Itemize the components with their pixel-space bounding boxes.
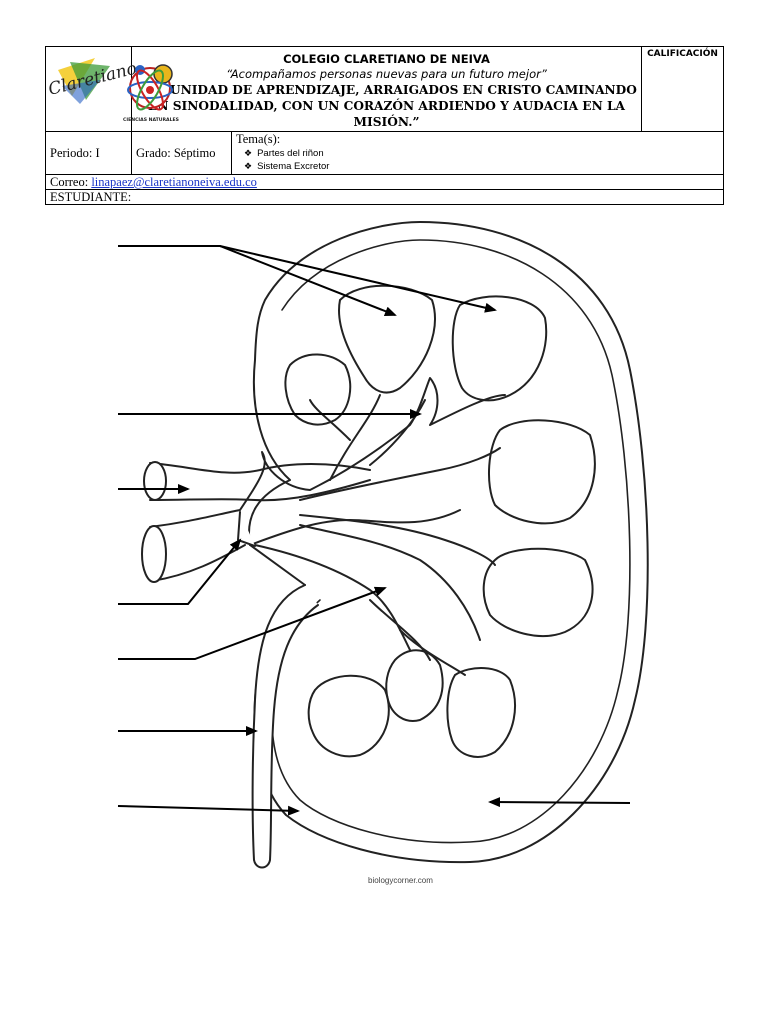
diamond-bullet-icon: ❖ [244,161,253,171]
student-row[interactable]: ESTUDIANTE: [44,189,725,205]
topic-label: Sistema Excretor [257,161,330,172]
minor-calyx [254,544,411,651]
renal-pyramid [482,547,594,637]
minor-calyx [299,514,496,566]
renal-pyramid [385,649,444,722]
minor-calyx [249,509,461,546]
header-table: COLEGIO CLARETIANO DE NEIVA “Acompañamos… [44,46,725,205]
renal-vein [149,509,241,528]
ureter [251,584,319,869]
image-credit: biologycorner.com [368,876,433,885]
minor-calyx [299,524,481,641]
school-motto: “Acompañamos personas nuevas para un fut… [226,67,547,81]
renal-pyramid [451,295,548,402]
topic-item: ❖ Sistema Excretor [244,160,719,173]
school-slogan: COMUNIDAD DE APRENDIZAJE, ARRAIGADOS EN … [136,83,637,129]
label-line-5 [118,586,387,660]
renal-pyramid [307,674,390,758]
renal-pyramid [284,353,352,426]
topics-list: ❖ Partes del riñon ❖ Sistema Excretor [236,147,719,173]
topics-cell: Tema(s): ❖ Partes del riñon ❖ Sistema Excr… [230,131,725,175]
topic-label: Partes del riñon [257,148,324,159]
renal-artery [149,479,371,502]
label-line-4 [118,538,242,605]
science-atom-icon: CIENCIAS NATURALES [123,64,179,123]
grade-box-label: CALIFICACIÓN [647,49,718,59]
renal-pyramid [338,284,436,394]
label-line-8 [488,797,631,808]
renal-capsule [248,221,649,864]
renal-pelvis [239,377,506,511]
minor-calyx [299,447,501,501]
student-label: ESTUDIANTE: [50,190,132,204]
renal-pyramid [487,419,596,525]
diamond-bullet-icon: ❖ [244,148,253,158]
renal-artery [149,462,371,474]
minor-calyx [369,399,426,466]
period-cell: Periodo: I [45,131,132,175]
grade-cell: Grado: Séptimo [131,131,232,175]
topics-label: Tema(s): [236,132,281,146]
minor-calyx [309,399,351,441]
label-line-7 [117,805,300,816]
email-label: Correo: [50,175,89,189]
school-logo: Claretiano CIENCIAS NATURALES [46,58,179,123]
email-row: Correo: linapaez@claretianoneiva.edu.co [44,174,725,190]
label-line-1b [219,245,497,313]
grade-box: CALIFICACIÓN [641,46,725,132]
minor-calyx [369,599,431,661]
minor-calyx [329,394,381,481]
topic-item: ❖ Partes del riñon [244,147,719,160]
school-name: COLEGIO CLARETIANO DE NEIVA [283,52,490,66]
email-link[interactable]: linapaez@claretianoneiva.edu.co [91,175,257,189]
renal-vein-opening [141,525,167,583]
logo-caption: CIENCIAS NATURALES [123,117,179,123]
minor-calyx [399,629,466,676]
renal-artery-opening [143,461,167,501]
renal-cortex-outline [270,239,631,844]
renal-pyramid [446,667,516,758]
